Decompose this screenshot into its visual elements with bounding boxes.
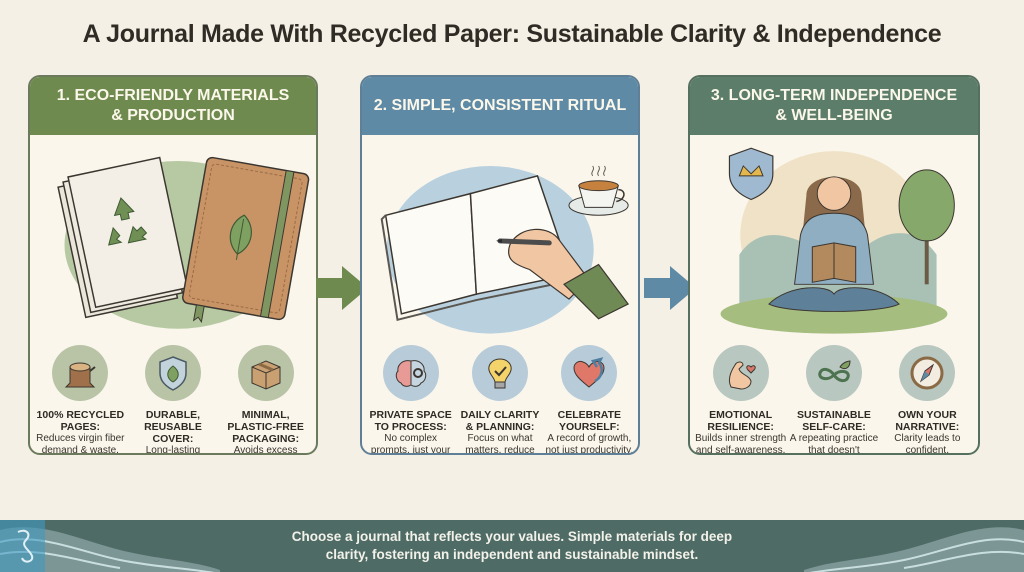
- feature-heading: OWN YOUR NARRATIVE:: [895, 409, 960, 433]
- footer-message: Choose a journal that reflects your valu…: [0, 528, 1024, 564]
- feature-recycled-pages: 100% RECYCLED PAGES: Reduces virgin fibe…: [34, 345, 126, 455]
- feature-celebrate-yourself: CELEBRATE YOURSELF: A record of growth, …: [545, 345, 634, 455]
- feature-description: A repeating practice that doesn't genera…: [789, 433, 879, 455]
- heart-arrow-icon: [561, 345, 618, 401]
- lightbulb-check-icon: [471, 345, 528, 401]
- feature-own-your-narrative: OWN YOUR NARRATIVE: Clarity leads to con…: [881, 345, 973, 455]
- panel-header-line1: 3. LONG-TERM INDEPENDENCE: [710, 87, 958, 104]
- panel-header: 2. SIMPLE, CONSISTENT RITUAL: [362, 77, 638, 135]
- feature-heading: 100% RECYCLED PAGES:: [36, 409, 125, 433]
- feature-list: 100% RECYCLED PAGES: Reduces virgin fibe…: [30, 345, 316, 455]
- feature-emotional-resilience: EMOTIONAL RESILIENCE: Builds inner stren…: [694, 345, 787, 455]
- panel-long-term-independence: 3. LONG-TERM INDEPENDENCE & WELL-BEING E…: [688, 75, 980, 455]
- feature-description: Focus on what matters, reduce mental clu…: [465, 433, 535, 455]
- feature-private-space: PRIVATE SPACE TO PROCESS: No complex pro…: [366, 345, 454, 455]
- feature-sustainable-self-care: SUSTAINABLE SELF-CARE: A repeating pract…: [788, 345, 880, 455]
- hand-writing-journal-illustration: [380, 165, 630, 334]
- tree-stump-icon: [52, 345, 109, 401]
- arrow-right-icon: [644, 266, 696, 310]
- feature-heading: EMOTIONAL RESILIENCE:: [707, 409, 774, 433]
- feature-description: Builds inner strength and self-awareness…: [695, 433, 787, 455]
- footer-banner: Choose a journal that reflects your valu…: [0, 520, 1024, 572]
- feature-description: A record of growth, not just productivit…: [545, 433, 634, 455]
- panel-eco-friendly-materials: 1. ECO-FRIENDLY MATERIALS & PRODUCTION: [28, 75, 318, 455]
- panel-header-line2: & WELL-BEING: [775, 107, 893, 124]
- feature-description: Clarity leads to confident, independent …: [894, 433, 961, 455]
- footer-line1: Choose a journal that reflects your valu…: [291, 529, 733, 544]
- compass-icon: [899, 345, 956, 401]
- feature-description: Avoids excess waste, easy to recycle.: [233, 445, 298, 455]
- feature-description: Reduces virgin fiber demand & waste.: [36, 433, 125, 455]
- feature-durable-cover: DURABLE, REUSABLE COVER: Long-lasting pr…: [127, 345, 219, 455]
- flexed-arm-heart-icon: [712, 345, 769, 401]
- feature-heading: DURABLE, REUSABLE COVER:: [144, 409, 202, 445]
- feature-plastic-free-packaging: MINIMAL, PLASTIC-FREE PACKAGING: Avoids …: [220, 345, 312, 455]
- feature-heading: MINIMAL, PLASTIC-FREE PACKAGING:: [227, 409, 304, 445]
- page-title: A Journal Made With Recycled Paper: Sust…: [82, 20, 942, 48]
- feature-heading: DAILY CLARITY & PLANNING:: [460, 409, 540, 433]
- feature-heading: PRIVATE SPACE TO PROCESS:: [369, 409, 452, 433]
- feature-daily-clarity: DAILY CLARITY & PLANNING: Focus on what …: [456, 345, 544, 455]
- infinity-leaf-icon: [805, 345, 862, 401]
- feature-heading: SUSTAINABLE SELF-CARE:: [797, 409, 871, 433]
- recycled-paper-journal-illustration: [57, 156, 310, 329]
- feature-description: Long-lasting protection, less replacemen…: [145, 445, 201, 455]
- panel-simple-ritual: 2. SIMPLE, CONSISTENT RITUAL PRIVATE SPA…: [360, 75, 640, 455]
- arrow-right-icon: [316, 266, 368, 310]
- panel-header-line1: 2. SIMPLE, CONSISTENT RITUAL: [373, 97, 627, 114]
- shield-leaf-icon: [144, 345, 201, 401]
- feature-list: PRIVATE SPACE TO PROCESS: No complex pro…: [362, 345, 638, 455]
- woman-reading-nature-illustration: [720, 147, 955, 334]
- footer-line2: clarity, fostering an independent and su…: [325, 547, 699, 562]
- feature-list: EMOTIONAL RESILIENCE: Builds inner stren…: [690, 345, 978, 455]
- feature-description: No complex prompts, just your thoughts.: [370, 433, 451, 455]
- panel-header-line2: & PRODUCTION: [111, 107, 235, 124]
- cardboard-box-icon: [237, 345, 294, 401]
- wave-decoration-left: [0, 520, 220, 572]
- wave-decoration-right: [804, 527, 1024, 572]
- brain-gear-icon: [382, 345, 439, 401]
- panel-header: 1. ECO-FRIENDLY MATERIALS & PRODUCTION: [30, 77, 316, 135]
- feature-heading: CELEBRATE YOURSELF:: [557, 409, 621, 433]
- panel-header: 3. LONG-TERM INDEPENDENCE & WELL-BEING: [690, 77, 978, 135]
- panel-header-line1: 1. ECO-FRIENDLY MATERIALS: [56, 87, 290, 104]
